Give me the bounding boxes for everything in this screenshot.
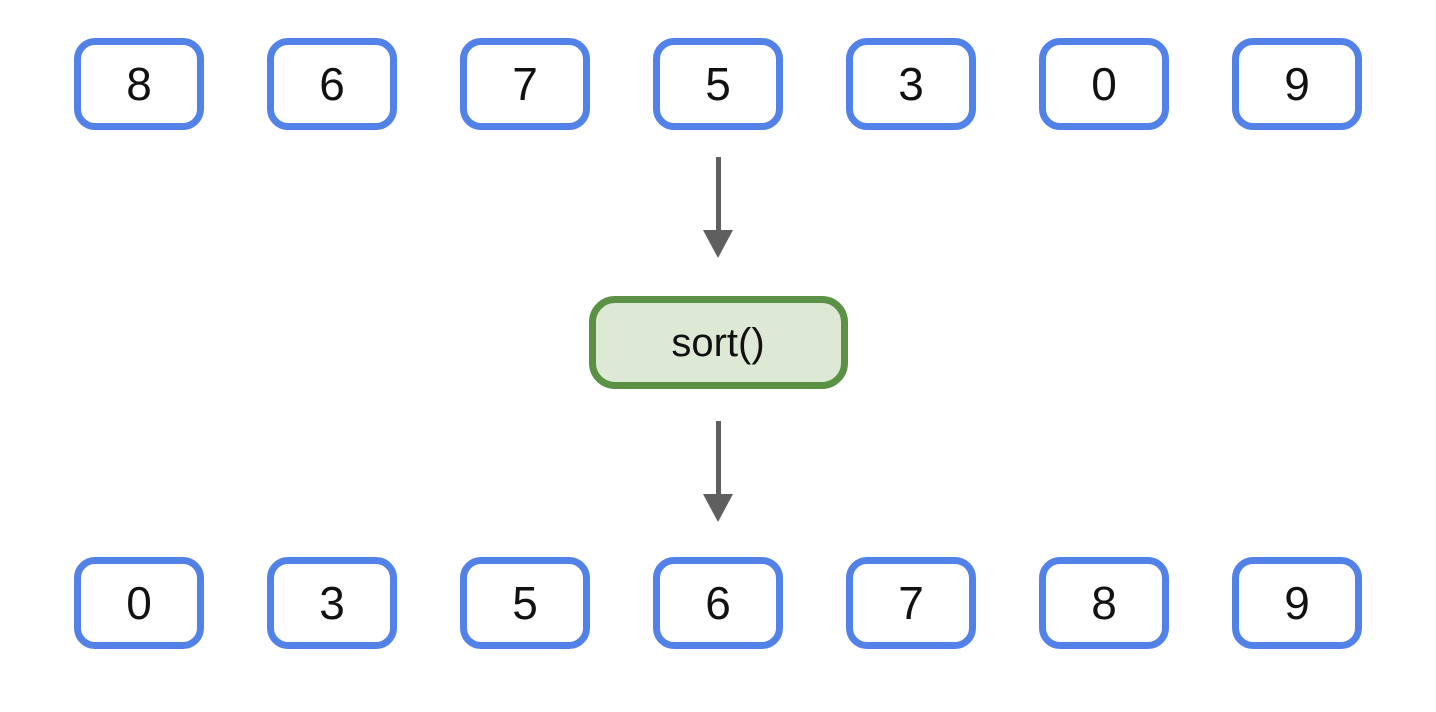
unsorted-item-box: 9 [1232,38,1362,130]
unsorted-item-value: 5 [705,58,731,110]
sorted-item-box: 3 [267,557,397,649]
unsorted-item-box: 3 [846,38,976,130]
sorted-item-box: 9 [1232,557,1362,649]
sorted-item-value: 5 [512,577,538,629]
unsorted-item-value: 9 [1284,58,1310,110]
down-arrow-icon [703,421,733,522]
sorted-item-box: 5 [460,557,590,649]
unsorted-item-value: 0 [1091,58,1117,110]
unsorted-item-value: 3 [898,58,924,110]
sorted-array-row: 0 3 5 6 7 8 9 [74,557,1362,649]
sorted-item-value: 7 [898,577,924,629]
sorted-item-box: 7 [846,557,976,649]
sorted-item-value: 0 [126,577,152,629]
sorted-item-value: 3 [319,577,345,629]
sorted-item-box: 6 [653,557,783,649]
arrow-line [715,421,721,494]
sorted-item-value: 8 [1091,577,1117,629]
unsorted-item-box: 5 [653,38,783,130]
sorted-item-box: 8 [1039,557,1169,649]
unsorted-item-box: 0 [1039,38,1169,130]
unsorted-item-value: 8 [126,58,152,110]
sort-function-box: sort() [588,296,848,389]
sorted-item-value: 9 [1284,577,1310,629]
unsorted-item-value: 6 [319,58,345,110]
arrow-head [703,230,733,258]
unsorted-item-box: 8 [74,38,204,130]
sort-function-label: sort() [671,320,765,365]
arrow-line [715,157,721,230]
unsorted-item-value: 7 [512,58,538,110]
down-arrow-icon [703,157,733,258]
unsorted-item-box: 7 [460,38,590,130]
arrow-head [703,494,733,522]
sorted-item-box: 0 [74,557,204,649]
sorted-item-value: 6 [705,577,731,629]
unsorted-item-box: 6 [267,38,397,130]
unsorted-array-row: 8 6 7 5 3 0 9 [74,38,1362,130]
